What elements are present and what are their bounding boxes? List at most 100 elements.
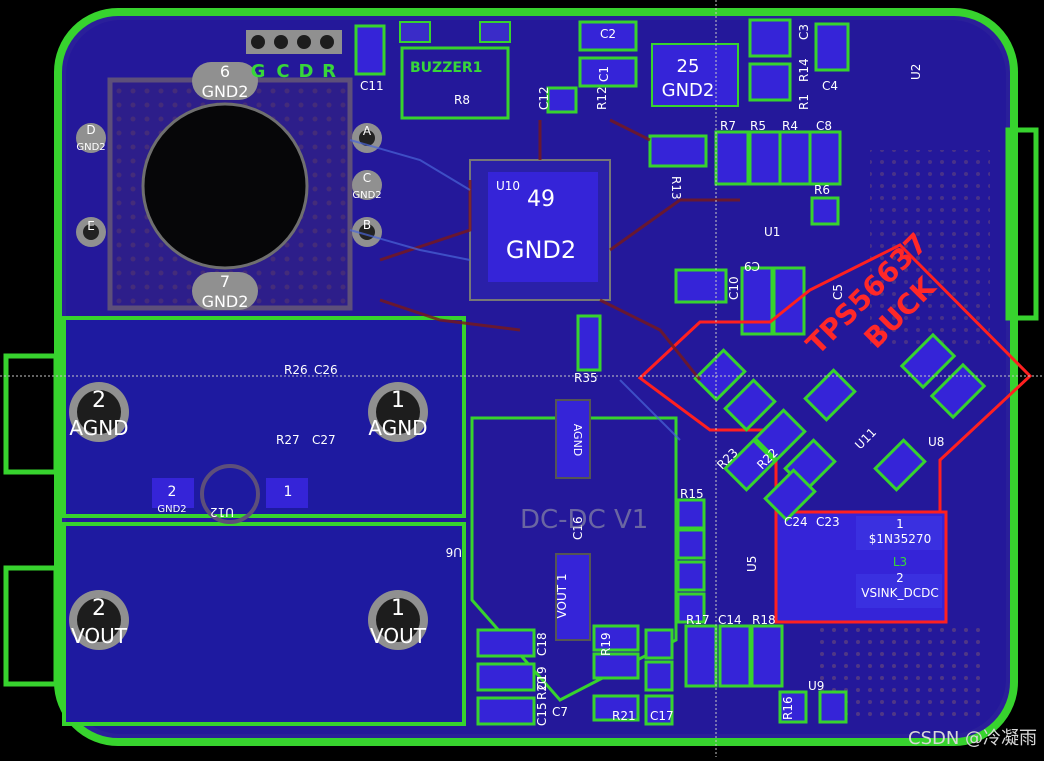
- svg-text:6: 6: [220, 62, 230, 81]
- svg-text:U9: U9: [808, 679, 824, 693]
- reference-designators: C11 R8 C12 R12 C2 C1 C3 R14 R1 C4 U2 R7 …: [210, 24, 944, 726]
- svg-text:C17: C17: [650, 709, 674, 723]
- svg-text:VSINK_DCDC: VSINK_DCDC: [861, 586, 938, 600]
- svg-text:7: 7: [220, 272, 230, 291]
- svg-text:BUZZER1: BUZZER1: [410, 60, 482, 76]
- svg-text:L3: L3: [893, 555, 907, 569]
- svg-text:AGND: AGND: [368, 416, 427, 440]
- right-connector: [1005, 127, 1039, 321]
- svg-text:U2: U2: [909, 64, 923, 80]
- pad-joy-bottom[interactable]: 7 GND2: [192, 272, 258, 311]
- pad-joy-d[interactable]: D GND2: [76, 123, 106, 153]
- pad-joy-b[interactable]: B: [352, 217, 382, 247]
- agnd-pad-2[interactable]: [555, 399, 591, 479]
- svg-text:R1: R1: [797, 94, 811, 110]
- svg-text:D: D: [86, 123, 95, 137]
- svg-text:C27: C27: [312, 433, 336, 447]
- svg-text:AGND: AGND: [571, 424, 584, 457]
- svg-text:C8: C8: [816, 119, 832, 133]
- svg-text:U5: U5: [745, 556, 759, 572]
- pad-vout-2[interactable]: 2 VOUT: [69, 590, 129, 650]
- pad-vout-1[interactable]: 1 VOUT: [368, 590, 428, 650]
- svg-text:R5: R5: [750, 119, 766, 133]
- svg-text:AGND: AGND: [69, 416, 128, 440]
- pad-joy-c[interactable]: C GND2: [352, 170, 382, 201]
- svg-text:VOUT 1: VOUT 1: [555, 573, 569, 618]
- inductor-l3[interactable]: 1 $1N35270 L3 2 VSINK_DCDC: [774, 510, 948, 624]
- joystick-knob: [141, 102, 309, 270]
- pad-agnd-2[interactable]: 2 AGND: [69, 382, 129, 442]
- ic-25[interactable]: 25 GND2: [651, 43, 739, 107]
- svg-text:R20: R20: [535, 676, 549, 700]
- svg-text:GND2: GND2: [506, 236, 576, 264]
- pad-joy-a[interactable]: A: [352, 123, 382, 153]
- svg-text:E: E: [87, 219, 95, 233]
- svg-text:C4: C4: [822, 79, 838, 93]
- svg-text:R16: R16: [781, 696, 795, 720]
- buck-components: [693, 332, 987, 522]
- svg-text:R8: R8: [454, 93, 470, 107]
- svg-text:GND2: GND2: [76, 142, 105, 153]
- svg-text:VOUT: VOUT: [71, 624, 128, 648]
- pad-joy-e[interactable]: E: [76, 217, 106, 247]
- svg-text:U6: U6: [446, 545, 462, 559]
- svg-text:C5: C5: [831, 284, 845, 300]
- svg-text:R19: R19: [599, 632, 613, 656]
- svg-text:C26: C26: [314, 363, 338, 377]
- svg-text:C: C: [363, 171, 371, 185]
- svg-text:C: C: [276, 61, 289, 82]
- svg-text:1: 1: [896, 517, 904, 531]
- left-connector-bottom: [3, 565, 59, 687]
- vout-pad-1[interactable]: [555, 553, 591, 641]
- svg-text:C3: C3: [797, 24, 811, 40]
- svg-text:D: D: [299, 61, 314, 82]
- svg-text:U1: U1: [764, 225, 780, 239]
- svg-text:1: 1: [391, 388, 405, 413]
- svg-text:B: B: [363, 218, 371, 232]
- svg-text:C1: C1: [597, 66, 611, 82]
- svg-text:2: 2: [896, 571, 904, 585]
- svg-text:2: 2: [168, 484, 177, 500]
- pad-agnd-1[interactable]: 1 AGND: [368, 382, 428, 442]
- svg-text:R: R: [322, 61, 336, 82]
- svg-text:R6: R6: [814, 183, 830, 197]
- svg-text:R12: R12: [595, 86, 609, 110]
- svg-text:R14: R14: [797, 58, 811, 82]
- svg-text:R17: R17: [686, 613, 710, 627]
- svg-text:A: A: [363, 124, 372, 138]
- svg-text:GND2: GND2: [352, 190, 381, 201]
- svg-text:C23: C23: [816, 515, 840, 529]
- svg-text:C19: C19: [535, 666, 549, 690]
- svg-text:R18: R18: [752, 613, 776, 627]
- svg-text:C15: C15: [535, 702, 549, 726]
- svg-text:R4: R4: [782, 119, 798, 133]
- svg-text:U8: U8: [928, 435, 944, 449]
- svg-text:C2: C2: [600, 27, 616, 41]
- watermark: CSDN @冷凝雨: [908, 728, 1037, 749]
- svg-text:C9: C9: [744, 259, 760, 273]
- svg-text:2: 2: [92, 388, 106, 413]
- svg-text:GND2: GND2: [202, 82, 249, 101]
- svg-text:C24: C24: [784, 515, 808, 529]
- svg-text:R27: R27: [276, 433, 300, 447]
- programming-header[interactable]: G C D R: [246, 30, 342, 82]
- svg-text:2: 2: [92, 596, 106, 621]
- svg-text:VOUT: VOUT: [370, 624, 427, 648]
- svg-text:R35: R35: [574, 371, 598, 385]
- svg-text:R15: R15: [680, 487, 704, 501]
- svg-text:C7: C7: [552, 705, 568, 719]
- svg-text:GND2: GND2: [202, 292, 249, 311]
- svg-text:C10: C10: [727, 276, 741, 300]
- svg-text:49: 49: [527, 187, 555, 212]
- buzzer-footprint[interactable]: BUZZER1: [399, 21, 511, 120]
- smd-components: [354, 18, 850, 726]
- svg-text:U10: U10: [496, 179, 520, 193]
- svg-text:G: G: [251, 61, 266, 82]
- pad-joy-top[interactable]: 6 GND2: [192, 62, 258, 101]
- svg-text:R26: R26: [284, 363, 308, 377]
- svg-text:C12: C12: [537, 86, 551, 110]
- svg-text:1: 1: [284, 484, 293, 500]
- mcu-u10[interactable]: 49 GND2: [469, 159, 611, 301]
